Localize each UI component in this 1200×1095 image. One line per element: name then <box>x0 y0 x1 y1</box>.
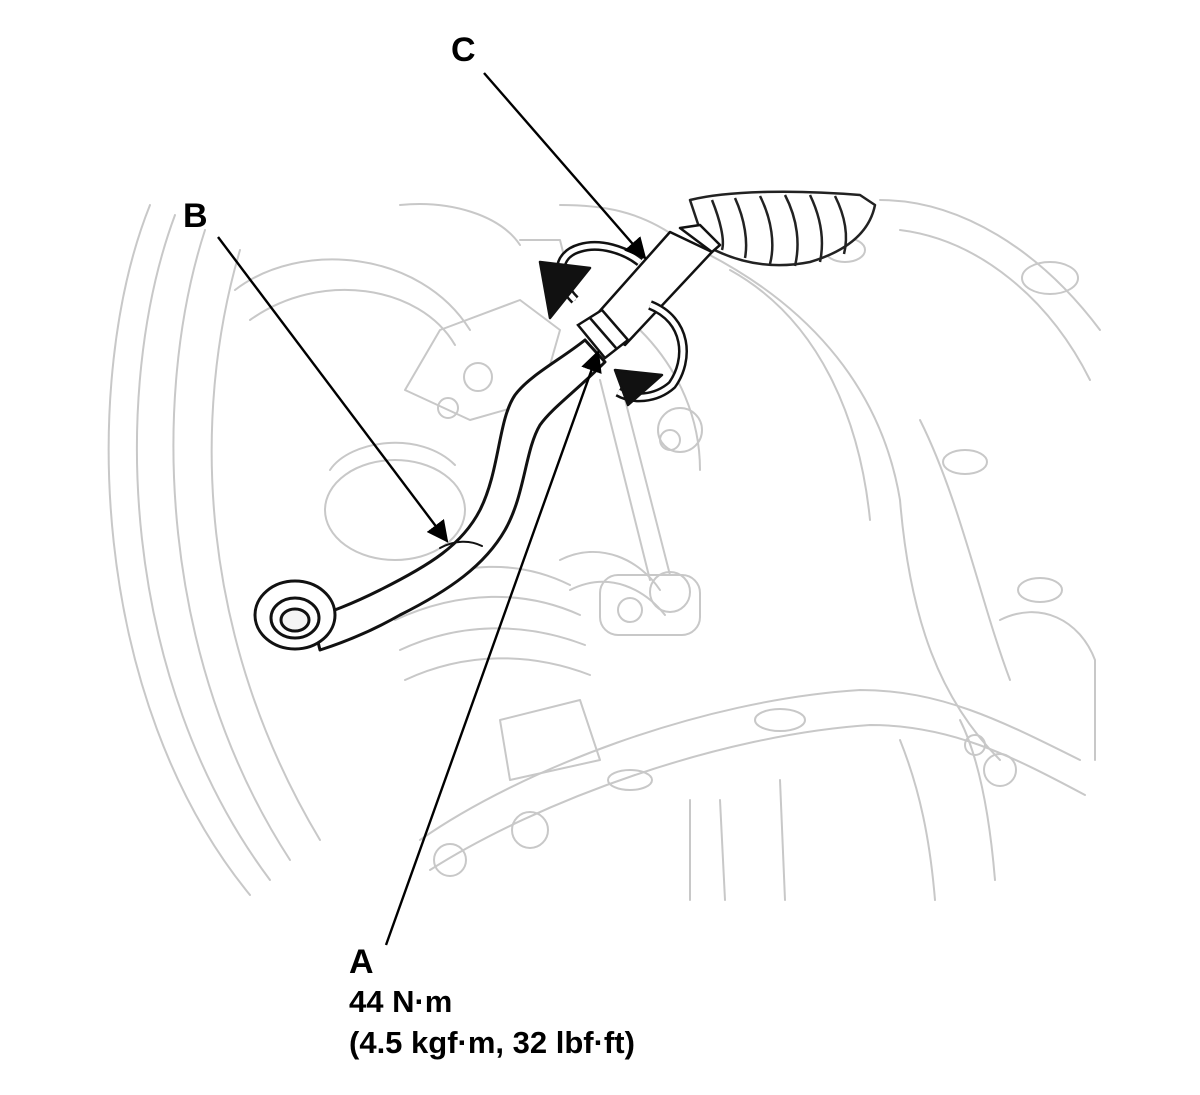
leader-line-a <box>384 349 602 946</box>
background-line-art <box>107 199 1101 901</box>
leader-lines <box>217 72 647 946</box>
callout-c-label: C <box>451 31 476 69</box>
steering-rack-boot <box>688 190 877 267</box>
rotation-arrows <box>538 240 688 407</box>
callout-b-label: B <box>183 197 208 235</box>
callout-a-label: A <box>349 943 374 981</box>
leader-line-b <box>217 236 449 543</box>
inner-tie-rod <box>588 223 722 347</box>
torque-spec-metric: 44 N·m <box>349 984 453 1019</box>
torque-spec-alternate: (4.5 kgf·m, 32 lbf·ft) <box>349 1025 635 1060</box>
leader-line-c <box>483 72 647 260</box>
tie-rod-end <box>253 338 607 652</box>
lock-nut <box>576 308 630 360</box>
